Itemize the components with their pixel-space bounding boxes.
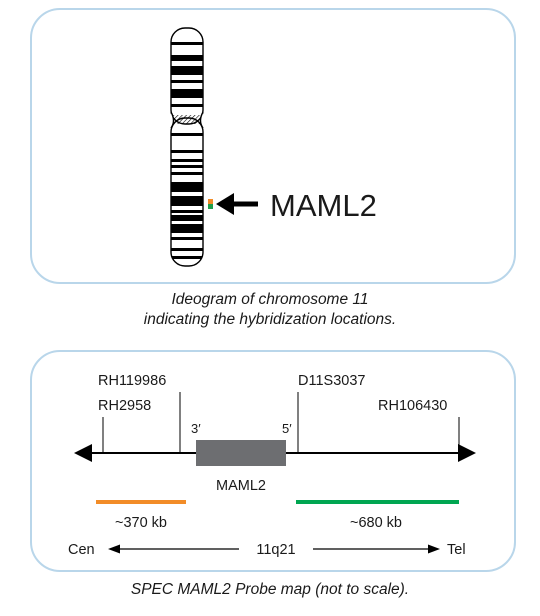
gene-3-prime-label: 3′ (191, 421, 201, 436)
orientation-arrows (108, 544, 440, 554)
green-probe-bar (296, 500, 459, 504)
marker-rh106430-label: RH106430 (378, 398, 447, 414)
gene-5-prime-label: 5′ (282, 421, 292, 436)
gene-label-large: MAML2 (270, 188, 377, 223)
ideogram-caption-line2: indicating the hybridization locations. (143, 311, 397, 328)
pointer-arrow-icon (216, 193, 258, 215)
marker-rh2958-label: RH2958 (98, 398, 151, 414)
gene-label-small: MAML2 (216, 478, 266, 494)
marker-rh119986-label: RH119986 (98, 373, 166, 389)
probe-map-caption: SPEC MAML2 Probe map (not to scale). (130, 581, 410, 598)
telomere-label: Tel (447, 542, 466, 558)
ideogram-caption-line1: Ideogram of chromosome 11 (171, 291, 369, 308)
orange-probe-size: ~370 kb (115, 515, 167, 531)
ideogram-panel (30, 8, 516, 284)
ideogram-caption: Ideogram of chromosome 11 indicating the… (0, 290, 540, 330)
orange-probe-bar (96, 500, 186, 504)
orange-probe-signal (208, 199, 213, 204)
maml2-gene-block (196, 440, 286, 466)
band-label: 11q21 (256, 542, 295, 558)
green-probe-size: ~680 kb (350, 515, 402, 531)
green-probe-signal (208, 204, 213, 209)
centromere-label: Cen (68, 542, 95, 558)
chromosome-11-ideogram (170, 27, 204, 267)
marker-d11s3037-label: D11S3037 (298, 373, 365, 389)
